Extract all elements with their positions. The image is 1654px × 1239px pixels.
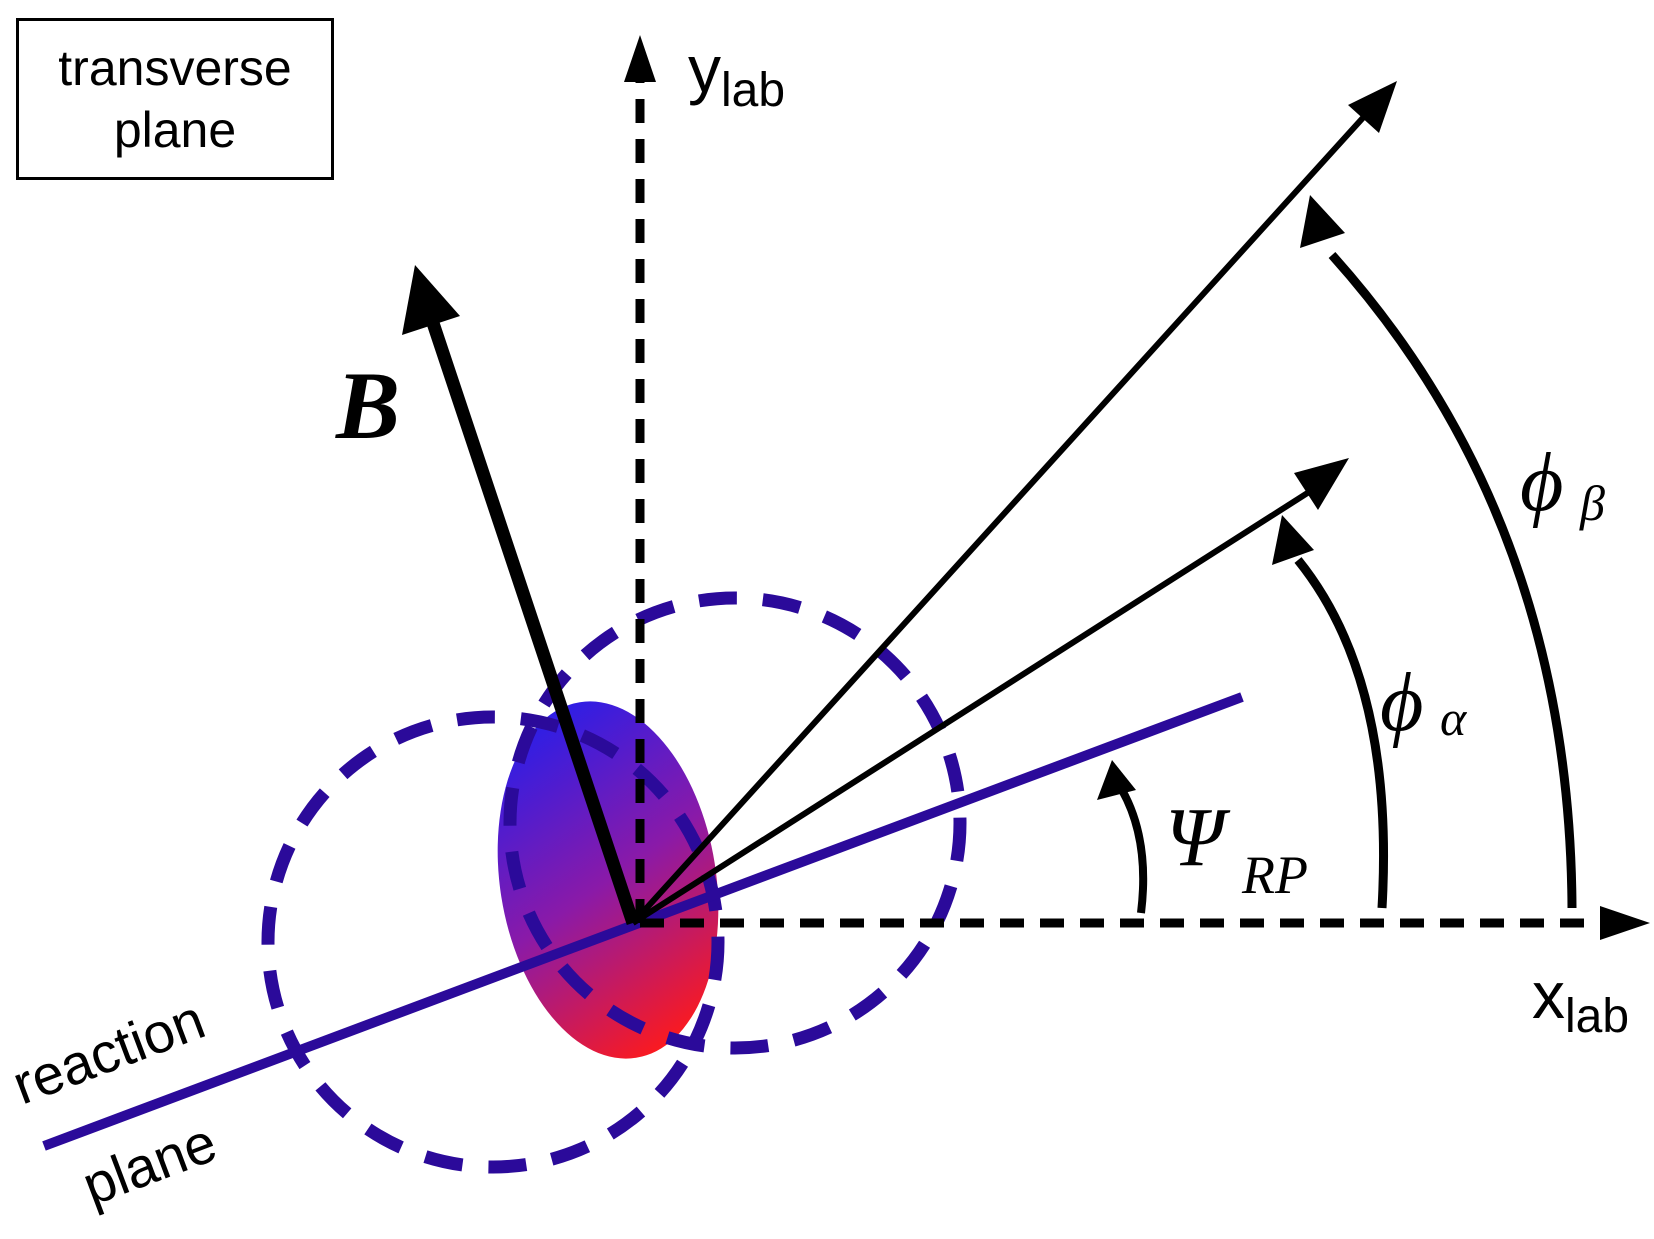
particle-alpha-arrowhead bbox=[1294, 458, 1349, 510]
x-axis-arrowhead bbox=[1600, 906, 1650, 940]
magnetic-field-vector bbox=[425, 317, 640, 926]
phi-alpha-label: ϕ bbox=[1380, 656, 1423, 749]
phi-alpha-arrowhead bbox=[1272, 515, 1314, 565]
phi-alpha-arc bbox=[1294, 557, 1388, 909]
particle-alpha-vector bbox=[631, 482, 1322, 926]
phi-beta-subscript: β bbox=[1579, 475, 1605, 531]
phi-beta-label: ϕ bbox=[1520, 436, 1563, 529]
psi-rp-arrowhead bbox=[1097, 760, 1136, 800]
nucleus-right-outline bbox=[503, 591, 967, 1055]
y-axis-arrowhead bbox=[624, 35, 656, 82]
magnetic-field-label: B bbox=[335, 352, 400, 459]
y-axis-label: ylab bbox=[688, 32, 785, 117]
phi-alpha-subscript: α bbox=[1440, 690, 1468, 746]
transverse-plane-box: transverse plane bbox=[16, 18, 334, 180]
psi-rp-label: Ψ bbox=[1165, 791, 1231, 884]
magnetic-field-arrowhead bbox=[402, 265, 460, 335]
particle-beta-vector bbox=[630, 107, 1373, 926]
nucleus-left-outline bbox=[261, 710, 725, 1174]
psi-rp-arc bbox=[1118, 788, 1148, 914]
psi-rp-subscript: RP bbox=[1241, 845, 1308, 905]
box-line-1: transverse bbox=[58, 40, 292, 96]
phi-beta-arc bbox=[1328, 251, 1577, 909]
particle-beta-arrowhead bbox=[1348, 81, 1397, 133]
x-axis-label: xlab bbox=[1532, 958, 1629, 1043]
box-line-2: plane bbox=[113, 102, 237, 158]
phi-beta-arrowhead bbox=[1300, 195, 1345, 248]
